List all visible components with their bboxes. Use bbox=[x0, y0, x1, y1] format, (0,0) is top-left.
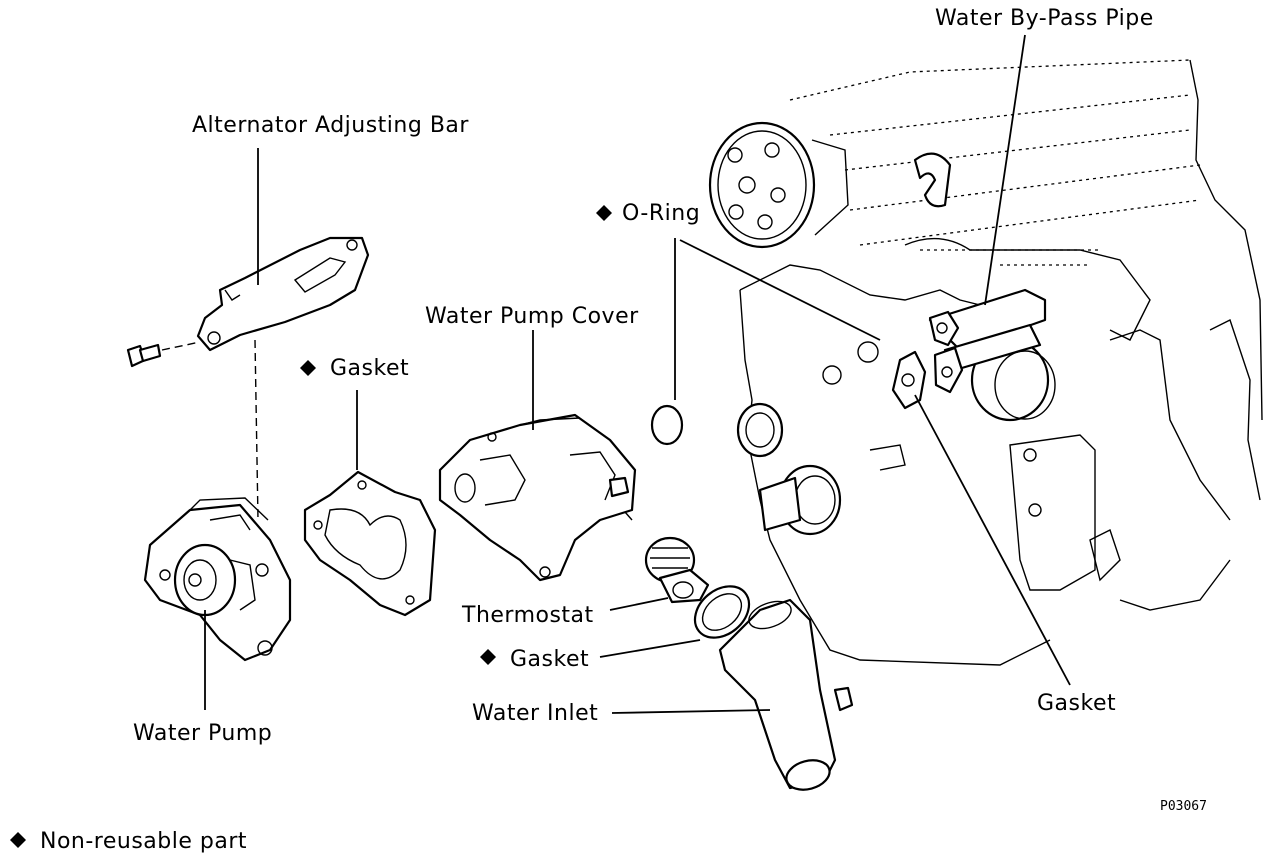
inlet-gasket-part bbox=[693, 585, 751, 639]
thermostat-part bbox=[644, 536, 710, 604]
thermostat-label: Thermostat bbox=[461, 603, 594, 628]
water-inlet-label: Water Inlet bbox=[472, 701, 598, 726]
adjusting-bar-bolt bbox=[126, 341, 201, 368]
non-reusable-markers bbox=[10, 205, 612, 848]
idler-pulleys bbox=[736, 341, 906, 536]
water-pump-label: Water Pump bbox=[133, 721, 272, 746]
pump-gasket-marker bbox=[300, 360, 316, 376]
leader-lines bbox=[204, 34, 1071, 714]
pump-gasket-part bbox=[303, 470, 437, 617]
alternator-adjusting-bar-label: Alternator Adjusting Bar bbox=[192, 113, 469, 138]
o-ring-marker bbox=[596, 205, 612, 221]
inlet-gasket-label: Gasket bbox=[510, 647, 589, 672]
inlet-gasket-marker bbox=[480, 649, 496, 665]
water-inlet-part bbox=[718, 598, 837, 791]
bypass-gasket-part bbox=[891, 350, 927, 410]
o-ring-part bbox=[650, 404, 684, 446]
assembly-line bbox=[254, 339, 259, 521]
water-pump-cover bbox=[438, 413, 637, 582]
pump-gasket-label: Gasket bbox=[330, 356, 409, 381]
legend-text: Non-reusable part bbox=[40, 829, 247, 854]
o-ring-label: O-Ring bbox=[622, 201, 700, 226]
water-pump-cover-label: Water Pump Cover bbox=[425, 304, 639, 329]
legend-marker bbox=[10, 832, 26, 848]
cam-pulley bbox=[708, 121, 849, 249]
water-bypass-pipe bbox=[928, 288, 1047, 394]
water-bypass-pipe-label: Water By-Pass Pipe bbox=[935, 6, 1154, 31]
figure-code: P03067 bbox=[1160, 799, 1207, 814]
alternator-adjusting-bar bbox=[196, 236, 370, 352]
water-pump bbox=[143, 497, 292, 662]
engine-block bbox=[708, 59, 1263, 712]
bypass-gasket-label: Gasket bbox=[1037, 691, 1116, 716]
